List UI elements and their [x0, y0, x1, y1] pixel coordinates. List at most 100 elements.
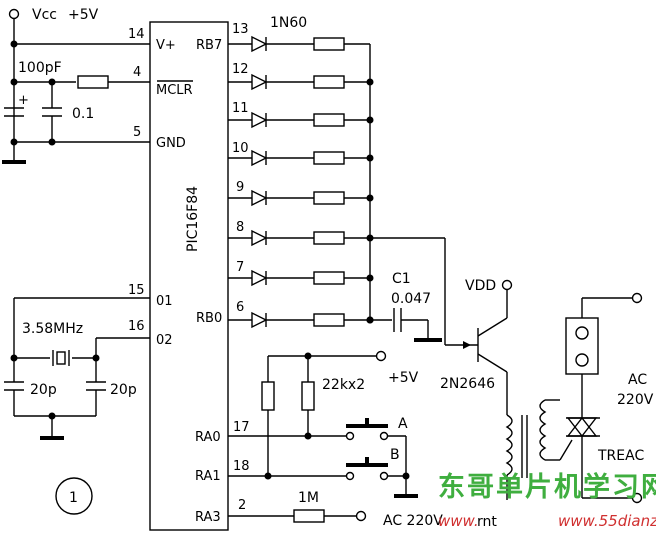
pin-ra1: RA1 [195, 469, 221, 484]
diode-symbol [251, 111, 268, 129]
figure-number: 1 [69, 490, 78, 506]
ladder-resistor [313, 113, 345, 127]
ladder-row [228, 35, 370, 53]
crystal-label: 3.58MHz [22, 321, 83, 337]
ladder-resistor [313, 191, 345, 205]
pin-ra3: RA3 [195, 510, 221, 525]
supply-5v-terminal [375, 350, 387, 362]
pin-gnd: GND [156, 136, 186, 151]
ac-right-label-1: AC [628, 372, 647, 388]
diode-symbol [251, 269, 268, 287]
pin-num-17: 17 [233, 420, 250, 435]
vcc-terminal [8, 8, 20, 20]
res-22k-label: 22kx2 [322, 377, 365, 393]
pin-num-12: 12 [232, 62, 249, 77]
cap-100pf-label: 100pF [18, 60, 62, 76]
figure-number-circle [55, 477, 93, 515]
ladder-row [228, 229, 374, 247]
diode-symbol [251, 189, 268, 207]
crystal-section: 3.58MHz 20p 20p [4, 297, 150, 440]
pin-num-14: 14 [128, 27, 145, 42]
watermark-url: www.55dianzi.com [558, 512, 656, 530]
ladder-resistor [313, 271, 345, 285]
ac-terminal-bottom [631, 492, 643, 504]
pin-num-2: 2 [238, 498, 246, 513]
watermark-mid: rnt [477, 514, 497, 530]
ladder-row [228, 269, 374, 287]
pin-num-15: 15 [128, 283, 145, 298]
supply-5v-right-label: +5V [388, 370, 419, 386]
pin-num-11: 11 [232, 101, 249, 116]
supply-label: +5V [68, 7, 99, 23]
vcc-label: Vcc [32, 7, 57, 23]
pin-rb7: RB7 [196, 38, 222, 53]
switch-b-label: B [390, 447, 400, 463]
electrolytic-plus: + [18, 93, 29, 108]
primary-coil [505, 414, 513, 476]
c1-value: 0.047 [391, 291, 431, 307]
ac-bottom-label: AC 220V [383, 513, 443, 529]
secondary-coil [539, 399, 547, 461]
pic-chip: PIC16F84 V+ MCLR GND 01 02 RB7 RB0 RA0 R… [128, 21, 250, 531]
diode-resistor-ladder [228, 35, 374, 329]
transistor-label: 2N2646 [440, 376, 495, 392]
res-1m-label: 1M [298, 490, 319, 506]
chip-body [149, 21, 229, 531]
cap-20p-right: 20p [110, 382, 137, 398]
ladder-row [228, 73, 374, 91]
pin-num-10: 10 [232, 141, 249, 156]
pin-num-7: 7 [236, 260, 244, 275]
vdd-terminal [501, 279, 513, 291]
pin-o2: 02 [156, 333, 173, 348]
pin-num-9: 9 [236, 180, 244, 195]
ac-terminal-top [631, 292, 643, 304]
ladder-row [228, 111, 374, 129]
watermark-www: www. [438, 512, 479, 530]
ladder-row [228, 189, 374, 207]
pin-ra0: RA0 [195, 430, 221, 445]
triac-label: TREAC [597, 448, 644, 464]
pin-rb0: RB0 [196, 311, 222, 326]
pin-mclr: MCLR [156, 83, 193, 98]
pin-num-16: 16 [128, 319, 145, 334]
ladder-resistor [313, 37, 345, 51]
pin-o1: 01 [156, 294, 173, 309]
ladder-row [228, 311, 374, 329]
vdd-label: VDD [465, 278, 496, 294]
crystal-symbol [56, 351, 66, 365]
ladder-resistor [313, 75, 345, 89]
power-supply-section: Vcc +5V 100pF + 0.1 [2, 7, 150, 164]
diode-label: 1N60 [270, 15, 307, 31]
cap-01-label: 0.1 [72, 106, 94, 122]
ladder-resistor [313, 151, 345, 165]
oscillator-section: C1 0.047 VDD 2N2646 [366, 237, 560, 500]
pin-num-18: 18 [233, 459, 250, 474]
pullup-resistor-1 [261, 381, 275, 411]
triac-section: AC 220V TREAC [559, 292, 654, 504]
pin-num-6: 6 [236, 300, 244, 315]
diode-symbol [251, 73, 268, 91]
pin-v-plus: V+ [156, 38, 176, 53]
watermark-text: 东哥单片机学习网 [438, 471, 656, 503]
pin-num-8: 8 [236, 220, 244, 235]
ladder-resistor [313, 313, 345, 327]
diode-symbol [251, 149, 268, 167]
resistor-1m [293, 509, 325, 523]
pullup-resistor-2 [301, 381, 315, 411]
chip-label: PIC16F84 [185, 186, 201, 252]
ra-inputs-section: +5V 22kx2 A B 1M AC 220V [228, 350, 443, 529]
diode-symbol [251, 311, 268, 329]
mclr-resistor [77, 75, 109, 89]
ladder-row [228, 149, 374, 167]
ladder-resistor [313, 231, 345, 245]
diode-symbol [251, 35, 268, 53]
c1-label: C1 [392, 271, 411, 287]
ac-input-terminal [355, 510, 367, 522]
pin-num-13: 13 [232, 22, 249, 37]
pin-num-4: 4 [133, 65, 141, 80]
ac-right-label-2: 220V [617, 392, 654, 408]
pin-num-5: 5 [133, 125, 141, 140]
switch-a-label: A [398, 416, 408, 432]
cap-20p-left: 20p [30, 382, 57, 398]
